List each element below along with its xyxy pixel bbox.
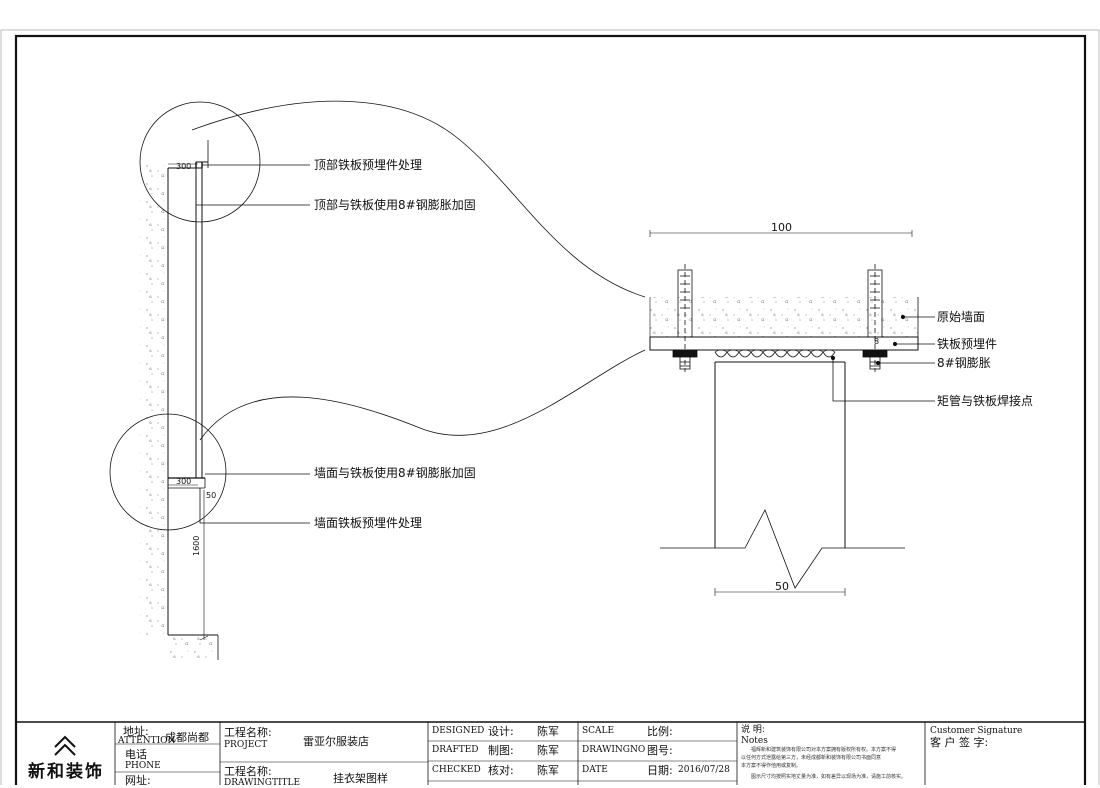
dim-small: 50: [206, 491, 217, 500]
scale-en: SCALE: [582, 726, 615, 736]
project-label: 工程名称:: [224, 726, 272, 739]
title-block-lines: [16, 721, 1085, 785]
callout-iron-plate: 铁板预埋件: [937, 337, 998, 351]
notes-line-3: 本方案不得作他用或复制。: [741, 763, 802, 769]
frame-border: [14, 34, 1087, 785]
drawingno-en: DRAWINGNO: [582, 745, 646, 755]
callout-original-wall: 原始墙面: [937, 310, 986, 324]
callout-wall-anchor: 墙面与铁板使用8#钢膨胀加固: [314, 466, 476, 480]
dim-top-100: 100: [771, 221, 792, 234]
date-cn: 日期:: [647, 764, 673, 777]
fax-label: 网址:: [125, 774, 151, 787]
notes-cn: 说 明:: [741, 725, 765, 735]
dim-plate-8: 8: [874, 337, 880, 346]
drafted-en: DRAFTED: [432, 745, 479, 755]
left-elevation: [109, 100, 646, 660]
dim-top-width: 300: [176, 162, 192, 171]
notes-line-1: 福辉新和建筑装饰有限公司对本方案拥有版权所有权。本方案不得: [741, 747, 897, 753]
attention-label: ATTENTION: [118, 736, 176, 746]
callout-steel-anchor: 8#钢膨胀: [937, 356, 991, 370]
project-en: PROJECT: [224, 740, 268, 750]
designed-en: DESIGNED: [432, 726, 485, 736]
phone-en: PHONE: [125, 761, 161, 771]
dim-height: 1600: [192, 535, 201, 556]
outer-border: [0, 29, 1100, 785]
checked-en: CHECKED: [432, 765, 481, 775]
right-section: [649, 230, 935, 596]
drawing-value: 挂衣架图样: [333, 772, 388, 785]
date-en: DATE: [582, 765, 608, 775]
checked-by: 陈军: [537, 764, 559, 777]
callout-top-anchor: 顶部与铁板使用8#钢膨胀加固: [314, 198, 476, 212]
drawing-label: 工程名称:: [224, 765, 272, 778]
date-value: 2016/07/28: [678, 765, 730, 775]
callout-wall-embed: 墙面铁板预埋件处理: [314, 516, 423, 530]
project-value: 雷亚尔服装店: [303, 735, 369, 748]
drawing-en: DRAWINGTITLE: [224, 778, 301, 788]
company-logo: 新和装饰: [28, 762, 104, 782]
callout-weld-point: 矩管与铁板焊接点: [937, 394, 1034, 408]
customer-signature-cn: 客 户 签 字:: [930, 736, 989, 749]
designed-cn: 设计:: [488, 725, 514, 738]
checked-cn: 核对:: [488, 764, 514, 777]
callout-top-embed: 顶部铁板预埋件处理: [314, 158, 423, 172]
address-value: 成都尚都: [165, 731, 209, 744]
drafted-by: 陈军: [537, 744, 559, 757]
address-label: 地址:: [123, 725, 149, 738]
logo-mark-icon: [54, 735, 76, 756]
notes-line-2: 以任何方式泄露给第三方，未经成都新和装饰有限公司书面同意: [741, 755, 882, 761]
customer-signature-en: Customer Signature: [930, 726, 1023, 736]
notes-line-4: 图示尺寸均按照实地丈量为准，如有差异以现场为准，请施工前核实。: [741, 774, 907, 780]
dim-bottom-50: 50: [775, 580, 789, 593]
dim-bottom-width: 300: [176, 477, 192, 486]
drafted-cn: 制图:: [488, 744, 514, 757]
notes-en: Notes: [741, 736, 768, 746]
phone-label: 电话: [125, 748, 147, 761]
drawingno-cn: 图号:: [647, 744, 673, 757]
designed-by: 陈军: [537, 725, 559, 738]
scale-cn: 比例:: [647, 725, 673, 738]
